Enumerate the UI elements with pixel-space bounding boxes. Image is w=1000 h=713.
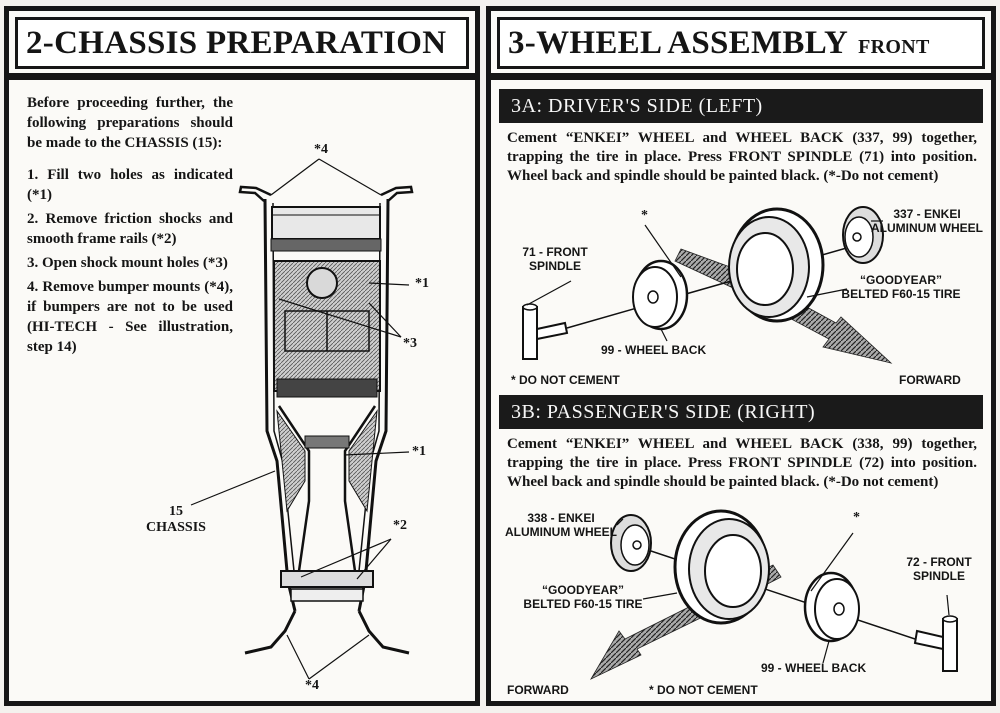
passenger-star-mark: * xyxy=(853,510,860,525)
chassis-step: 4. Remove bumper mounts (*4), if bumpers… xyxy=(27,279,233,355)
section-3b-heading: 3B: PASSENGER'S SIDE (RIGHT) xyxy=(499,395,983,429)
passenger-wheel-label: 338 - ENKEI ALUMINUM WHEEL xyxy=(505,511,617,539)
chassis-steps-list: 1. Fill two holes as indicated (*1) 2. R… xyxy=(27,165,233,361)
passenger-spindle-label: 72 - FRONT SPINDLE xyxy=(906,555,972,583)
driver-do-not-cement-note: * DO NOT CEMENT xyxy=(511,373,620,387)
callout-1-upper: *1 xyxy=(415,276,429,291)
passenger-forward-label: FORWARD xyxy=(507,683,569,697)
chassis-preparation-panel: 2-CHASSIS PREPARATION Before proceeding … xyxy=(4,6,480,706)
passenger-wheel-back-label: 99 - WHEEL BACK xyxy=(761,661,867,675)
wheel-assembly-title: 3-WHEEL ASSEMBLY FRONT xyxy=(497,17,985,69)
passenger-do-not-cement-note: * DO NOT CEMENT xyxy=(649,683,758,697)
title-rule xyxy=(9,73,475,80)
chassis-part-number: 15 xyxy=(169,504,183,519)
callout-4-bottom: *4 xyxy=(305,678,319,693)
passenger-tire-label: “GOODYEAR” BELTED F60-15 TIRE xyxy=(523,583,643,611)
chassis-diagram xyxy=(190,158,414,680)
callout-1-lower: *1 xyxy=(412,444,426,459)
driver-wheel-back-label: 99 - WHEEL BACK xyxy=(601,343,707,357)
section-3a-heading: 3A: DRIVER'S SIDE (LEFT) xyxy=(499,89,983,123)
section-3b-text: Cement “ENKEI” WHEEL and WHEEL BACK (338… xyxy=(507,436,977,490)
driver-tire-label: “GOODYEAR” BELTED F60-15 TIRE xyxy=(841,273,961,301)
driver-side-wheel-diagram xyxy=(522,206,893,364)
title-rule xyxy=(491,73,991,80)
chassis-step: 2. Remove friction shocks and smooth fra… xyxy=(27,211,233,247)
section-3a-text: Cement “ENKEI” WHEEL and WHEEL BACK (337… xyxy=(507,130,977,184)
chassis-step: 3. Open shock mount holes (*3) xyxy=(27,255,228,271)
driver-wheel-label: 337 - ENKEI ALUMINUM WHEEL xyxy=(871,207,983,235)
passenger-side-wheel-diagram xyxy=(589,509,958,680)
driver-star-mark: * xyxy=(641,208,648,223)
chassis-part-label: CHASSIS xyxy=(146,520,206,535)
wheel-assembly-title-suffix: FRONT xyxy=(858,36,930,58)
chassis-step: 1. Fill two holes as indicated (*1) xyxy=(27,167,233,203)
wheel-assembly-title-text: 3-WHEEL ASSEMBLY xyxy=(508,25,849,61)
callout-3: *3 xyxy=(403,336,417,351)
wheel-assembly-panel: 3-WHEEL ASSEMBLY FRONT 3A: DRIVER'S SIDE … xyxy=(486,6,996,706)
chassis-preparation-title: 2-CHASSIS PREPARATION xyxy=(15,17,469,69)
driver-forward-label: FORWARD xyxy=(899,373,961,387)
chassis-intro-text: Before proceeding further, the following… xyxy=(27,95,233,151)
callout-4-top: *4 xyxy=(314,142,328,157)
callout-2: *2 xyxy=(393,518,407,533)
driver-spindle-label: 71 - FRONT SPINDLE xyxy=(522,245,588,273)
